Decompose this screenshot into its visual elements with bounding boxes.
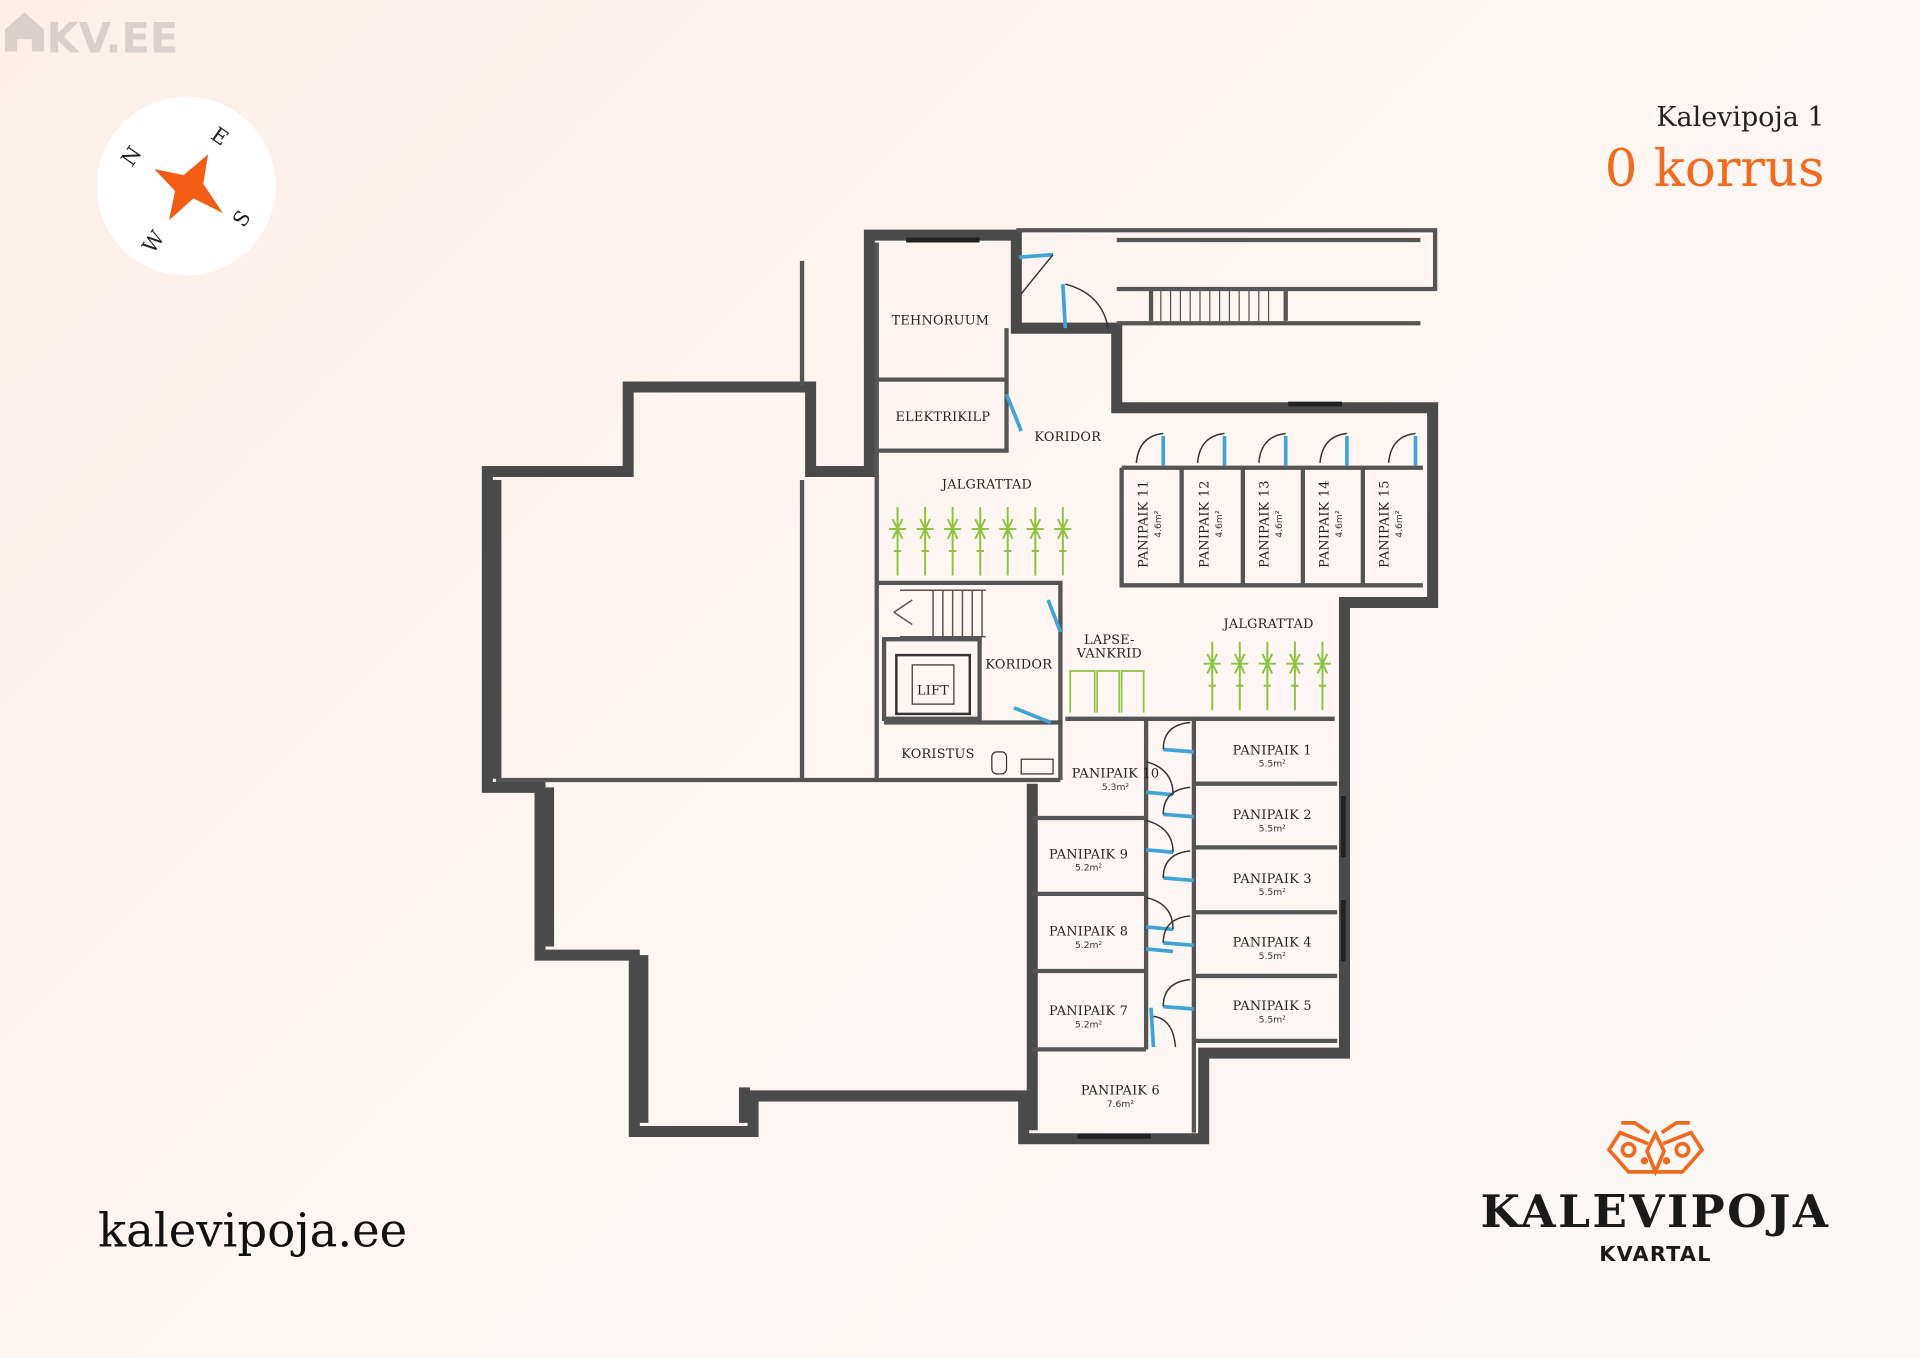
bicycle-icon [1258,641,1276,711]
storage-room-3: PANIPAIK 35.5m² [1233,872,1312,898]
room-jalgrattad-left: JALGRATTAD [940,478,1032,493]
storage-label: PANIPAIK 14 [1318,480,1333,568]
brand-sub: KVARTAL [1599,1242,1711,1266]
kv-ee-watermark: KV.EE [4,12,179,63]
room-koristus: KORISTUS [901,747,974,762]
room-tehnoruum: TEHNORUUM [892,314,990,329]
storage-area: 5.2m² [1075,1019,1103,1030]
bicycle-rack-left [888,506,1072,576]
bicycle-icon [971,506,989,576]
room-lapsevankrid-1: LAPSE- [1084,633,1135,648]
compass-star-icon [154,154,223,221]
stairs [893,589,986,638]
storage-label: PANIPAIK 9 [1049,847,1128,862]
storage-area: 5.5m² [1259,759,1287,770]
storage-area: 4.6m² [1394,510,1405,538]
storage-room-8: PANIPAIK 85.2m² [1049,925,1128,951]
toilet-icon [991,751,1008,775]
sink-icon [1020,758,1054,775]
address-title: Kalevipoja 1 [1656,102,1824,133]
doors [1004,252,1418,1048]
stroller-parking [1069,670,1145,713]
storage-area: 5.3m² [1102,782,1130,793]
website-link[interactable]: kalevipoja.ee [98,1204,407,1258]
storage-room-10: PANIPAIK 105.3m² [1072,767,1160,793]
storage-room-5: PANIPAIK 55.5m² [1233,999,1312,1025]
storage-label: PANIPAIK 3 [1233,872,1312,887]
room-koridor-top: KORIDOR [1034,430,1101,445]
storage-area: 5.5m² [1259,951,1287,962]
bicycle-icon [999,506,1017,576]
storage-label: PANIPAIK 6 [1081,1084,1160,1099]
room-elektrikilp: ELEKTRIKILP [895,410,990,425]
bicycle-icon [1054,506,1072,576]
bicycle-icon [1203,641,1221,711]
storage-label: PANIPAIK 8 [1049,925,1128,940]
storage-area: 4.6m² [1274,510,1285,538]
storage-label: PANIPAIK 10 [1072,767,1160,782]
entrance-stairs [1160,289,1270,321]
storage-room-1: PANIPAIK 15.5m² [1233,743,1312,769]
storage-area: 5.5m² [1259,887,1287,898]
storage-area: 5.2m² [1075,940,1103,951]
storage-area: 7.6m² [1107,1099,1135,1110]
storage-room-2: PANIPAIK 25.5m² [1233,808,1312,834]
watermark-text: KV.EE [47,14,179,63]
floor-title: 0 korrus [1605,139,1825,199]
room-jalgrattad-right: JALGRATTAD [1221,617,1313,632]
bicycle-icon [1231,641,1249,711]
storage-room-9: PANIPAIK 95.2m² [1049,847,1128,873]
bicycle-icon [1313,641,1332,711]
room-lift: LIFT [917,683,949,698]
building-walls [481,228,1439,1145]
room-lapsevankrid-2: VANKRID [1076,647,1142,662]
bicycle-icon [888,506,907,576]
room-koridor-mid: KORIDOR [985,658,1052,673]
lift-car [895,653,972,716]
storage-area: 4.6m² [1334,510,1345,538]
storage-area: 4.6m² [1214,510,1225,538]
moth-icon [1606,1121,1705,1177]
storage-label: PANIPAIK 12 [1198,480,1213,568]
bicycle-icon [944,506,962,576]
brand-name: KALEVIPOJA [1481,1184,1831,1238]
bicycle-icon [916,506,934,576]
storage-label: PANIPAIK 2 [1233,808,1312,823]
storage-label: PANIPAIK 7 [1049,1004,1128,1019]
storage-label: PANIPAIK 13 [1258,480,1273,568]
storage-label: PANIPAIK 1 [1233,743,1312,758]
room-labels: TEHNORUUM ELEKTRIKILP KORIDOR JALGRATTAD… [892,314,1314,762]
kalevipoja-logo: KALEVIPOJA KVARTAL [1481,1121,1831,1266]
storage-area: 5.5m² [1259,823,1287,834]
storage-room-7: PANIPAIK 75.2m² [1049,1004,1128,1030]
storage-area: 5.5m² [1259,1014,1287,1025]
storage-label: PANIPAIK 5 [1233,999,1312,1014]
storage-room-4: PANIPAIK 45.5m² [1233,936,1312,962]
storage-area: 5.2m² [1075,863,1103,874]
storage-room-6: PANIPAIK 67.6m² [1081,1084,1160,1110]
compass: N E S W [96,96,276,276]
storage-label: PANIPAIK 11 [1136,480,1151,568]
house-icon [4,12,45,52]
storage-label: PANIPAIK 4 [1233,936,1312,951]
storage-label: PANIPAIK 15 [1378,480,1393,568]
bicycle-icon [1286,641,1304,711]
storage-area: 4.6m² [1153,510,1164,538]
bicycle-rack-right [1203,641,1332,711]
bicycle-icon [1026,506,1044,576]
